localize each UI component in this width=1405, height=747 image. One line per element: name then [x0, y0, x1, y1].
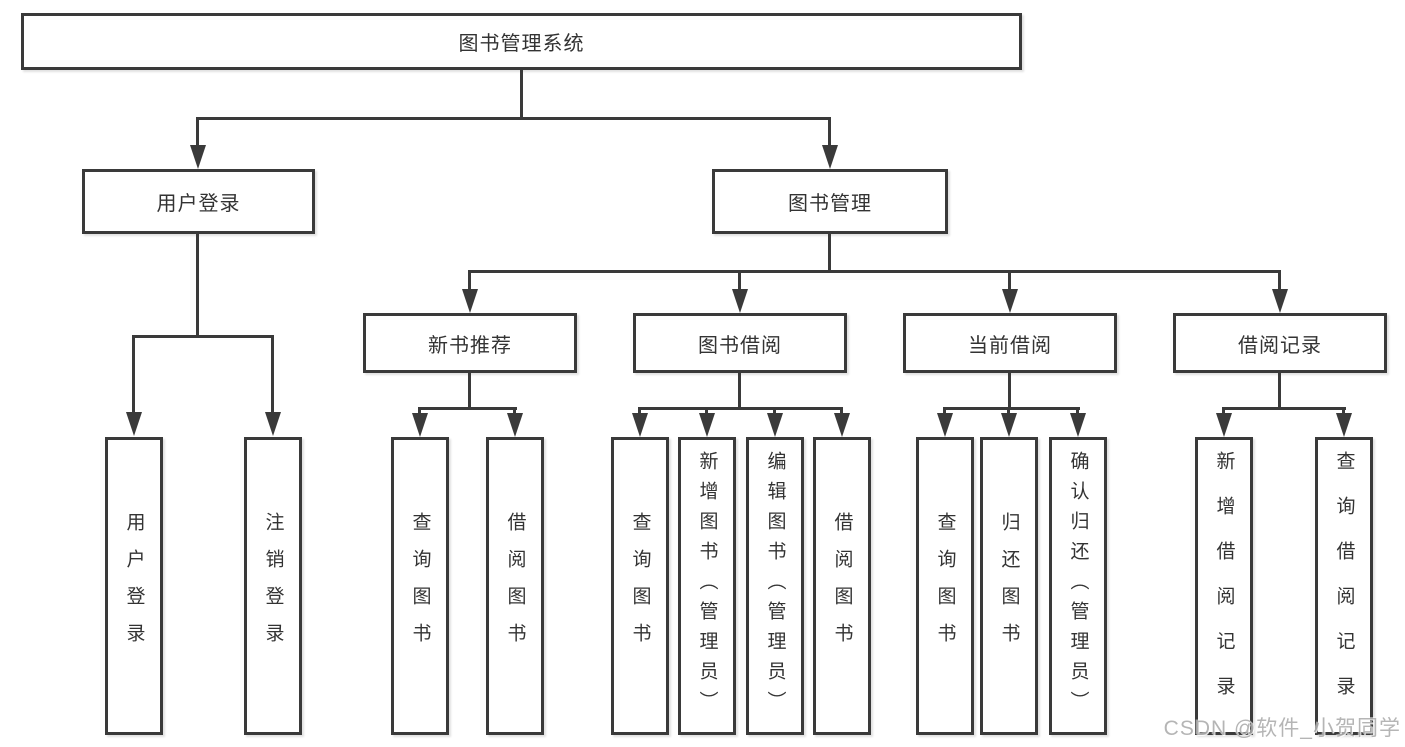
- connector-current-borrowing-rail: [943, 407, 1080, 410]
- leaf-query-borrow-record: 查询借阅记录: [1315, 437, 1373, 735]
- leaf-add-book-admin: 新增图书（管理员）: [678, 437, 736, 735]
- connector-drop-borrow-books: [840, 407, 843, 416]
- leaf-borrow-books: 借阅图书: [813, 437, 871, 735]
- connector-drop-query-books-current: [943, 407, 946, 416]
- connector-book-borrowing-rail: [638, 407, 843, 410]
- arrow-down-icon-user-login: [190, 145, 206, 169]
- node-new-book-recommend-label: 新书推荐: [428, 334, 512, 357]
- connector-current-borrowing-stem: [1008, 371, 1011, 409]
- leaf-query-books-borrowing-label: 查询图书: [629, 512, 651, 660]
- leaf-borrow-books-recommend-label: 借阅图书: [504, 512, 526, 660]
- node-new-book-recommend: 新书推荐: [363, 313, 577, 373]
- connector-drop-query-books-borrowing: [638, 407, 641, 416]
- node-current-borrowing: 当前借阅: [903, 313, 1117, 373]
- node-borrow-records-label: 借阅记录: [1238, 334, 1322, 357]
- connector-drop-add-borrow-record: [1222, 407, 1225, 416]
- connector-new-book-recommend-rail: [418, 407, 517, 410]
- node-root-library-system: 图书管理系统: [21, 13, 1022, 70]
- leaf-query-books-recommend-label: 查询图书: [409, 512, 431, 660]
- leaf-edit-book-admin: 编辑图书（管理员）: [746, 437, 804, 735]
- leaf-logout: 注销登录: [244, 437, 302, 735]
- csdn-watermark: CSDN @软件_小贺同学: [1163, 717, 1401, 740]
- arrow-down-icon-query-books-recommend: [412, 413, 428, 437]
- leaf-borrow-books-label: 借阅图书: [831, 512, 853, 660]
- connector-drop-book-borrowing: [738, 270, 741, 291]
- leaf-logout-label: 注销登录: [262, 512, 284, 660]
- connector-level2-rail: [196, 117, 831, 120]
- connector-drop-add-book-admin: [705, 407, 708, 416]
- connector-drop-borrow-records: [1278, 270, 1281, 291]
- connector-book-borrowing-stem: [738, 371, 741, 409]
- leaf-borrow-books-recommend: 借阅图书: [486, 437, 544, 735]
- arrow-down-icon-confirm-return-admin: [1070, 413, 1086, 437]
- leaf-query-books-borrowing: 查询图书: [611, 437, 669, 735]
- leaf-query-borrow-record-label: 查询借阅记录: [1333, 451, 1355, 721]
- leaf-user-login-label: 用户登录: [123, 512, 145, 660]
- connector-user-login-stem: [196, 233, 199, 337]
- connector-drop-query-borrow-record: [1342, 407, 1345, 416]
- connector-drop-return-books: [1007, 407, 1010, 416]
- connector-drop-new-book-recommend: [468, 270, 471, 291]
- leaf-add-borrow-record-label: 新增借阅记录: [1213, 451, 1235, 721]
- node-book-management-label: 图书管理: [788, 193, 872, 215]
- node-book-borrowing-label: 图书借阅: [698, 334, 782, 357]
- arrow-down-icon-borrow-books-recommend: [507, 413, 523, 437]
- leaf-add-borrow-record: 新增借阅记录: [1195, 437, 1253, 735]
- connector-drop-edit-book-admin: [773, 407, 776, 416]
- leaf-user-login: 用户登录: [105, 437, 163, 735]
- leaf-query-books-recommend: 查询图书: [391, 437, 449, 735]
- arrow-down-icon-add-book-admin: [699, 413, 715, 437]
- leaf-query-books-current-label: 查询图书: [934, 512, 956, 660]
- arrow-down-icon-return-books: [1001, 413, 1017, 437]
- connector-drop-current-borrowing: [1008, 270, 1011, 291]
- arrow-down-icon-borrow-books: [834, 413, 850, 437]
- arrow-down-icon-book-borrowing: [732, 289, 748, 313]
- connector-drop-borrow-books-recommend: [513, 407, 516, 416]
- connector-book-management-stem: [828, 233, 831, 273]
- connector-root-stem: [520, 68, 523, 118]
- connector-drop-user-login: [196, 117, 199, 147]
- leaf-return-books: 归还图书: [980, 437, 1038, 735]
- arrow-down-icon-leaf-user-login: [126, 412, 142, 436]
- arrow-down-icon-add-borrow-record: [1216, 413, 1232, 437]
- node-current-borrowing-label: 当前借阅: [968, 334, 1052, 357]
- node-borrow-records: 借阅记录: [1173, 313, 1387, 373]
- node-root-label: 图书管理系统: [458, 33, 585, 55]
- node-book-management: 图书管理: [712, 169, 948, 234]
- node-user-login-label: 用户登录: [156, 193, 241, 215]
- arrow-down-icon-borrow-records: [1272, 289, 1288, 313]
- leaf-confirm-return-admin: 确认归还（管理员）: [1049, 437, 1107, 735]
- arrow-down-icon-query-books-current: [937, 413, 953, 437]
- connector-borrow-records-stem: [1278, 371, 1281, 409]
- arrow-down-icon-current-borrowing: [1002, 289, 1018, 313]
- leaf-return-books-label: 归还图书: [998, 512, 1020, 660]
- connector-drop-leaf-logout: [271, 335, 274, 414]
- leaf-confirm-return-admin-label: 确认归还（管理员）: [1067, 451, 1089, 721]
- arrow-down-icon-query-books-borrowing: [632, 413, 648, 437]
- leaf-add-book-admin-label: 新增图书（管理员）: [696, 451, 718, 721]
- connector-borrow-records-rail: [1222, 407, 1346, 410]
- node-user-login: 用户登录: [82, 169, 315, 234]
- leaf-query-books-current: 查询图书: [916, 437, 974, 735]
- connector-drop-query-books-recommend: [418, 407, 421, 416]
- arrow-down-icon-leaf-logout: [265, 412, 281, 436]
- arrow-down-icon-book-management: [822, 145, 838, 169]
- connector-drop-book-management: [828, 117, 831, 147]
- leaf-edit-book-admin-label: 编辑图书（管理员）: [764, 451, 786, 721]
- arrow-down-icon-new-book-recommend: [462, 289, 478, 313]
- connector-user-login-rail: [132, 335, 274, 338]
- arrow-down-icon-edit-book-admin: [767, 413, 783, 437]
- connector-new-book-recommend-stem: [468, 371, 471, 409]
- connector-drop-leaf-user-login: [132, 335, 135, 414]
- arrow-down-icon-query-borrow-record: [1336, 413, 1352, 437]
- node-book-borrowing: 图书借阅: [633, 313, 847, 373]
- connector-drop-confirm-return-admin: [1076, 407, 1079, 416]
- connector-level3-rail: [468, 270, 1281, 273]
